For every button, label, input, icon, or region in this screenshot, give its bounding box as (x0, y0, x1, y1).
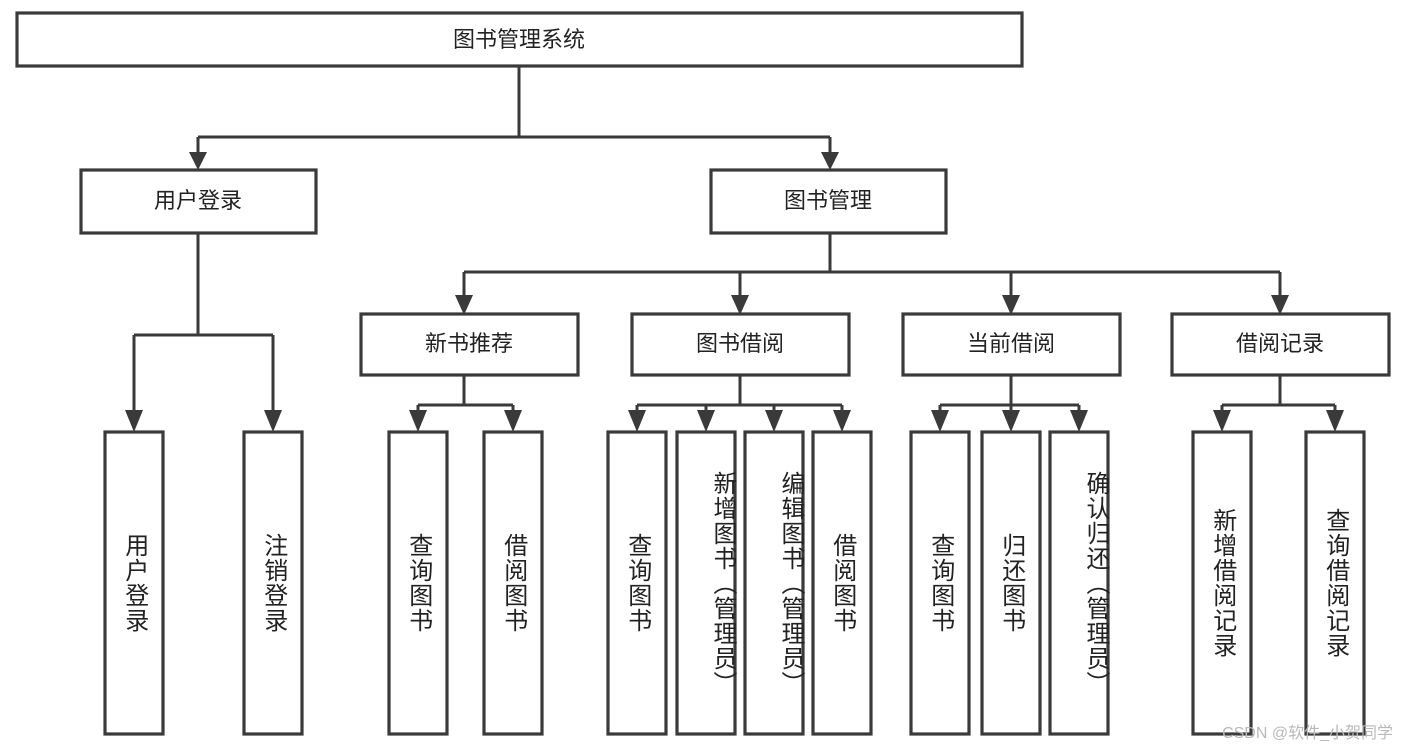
arrow-userlogin-leaf1 (125, 410, 143, 432)
leaf-box-user-login-0[interactable] (103, 430, 165, 736)
arrow-borrowrecord-leaf2 (1326, 410, 1344, 432)
node-current-borrow-label: 当前借阅 (967, 331, 1055, 356)
arrow-bookborrow-leaf2 (697, 410, 715, 432)
leaf-box-book-borrow-2[interactable] (743, 430, 805, 736)
node-current-borrow-box[interactable] (901, 312, 1122, 377)
arrow-to-user-login (189, 152, 207, 170)
arrow-to-borrowrecord (1271, 295, 1289, 315)
arrow-currentborrow-leaf3 (1070, 410, 1088, 432)
arrow-currentborrow-leaf2 (1002, 410, 1020, 432)
node-book-borrow-label: 图书借阅 (696, 331, 784, 356)
leaf-box-borrow-record-0[interactable] (1191, 430, 1253, 736)
node-borrow-record-label: 借阅记录 (1236, 331, 1324, 356)
leaf-box-current-borrow-0[interactable] (909, 430, 971, 736)
node-new-book-box[interactable] (359, 312, 580, 377)
arrow-newbook-leaf2 (504, 410, 522, 432)
node-root-box[interactable] (15, 11, 1024, 68)
leaf-box-new-book-1[interactable] (482, 430, 544, 736)
node-book-manage-label: 图书管理 (784, 188, 872, 213)
arrow-bookborrow-leaf3 (765, 410, 783, 432)
arrow-borrowrecord-leaf1 (1213, 410, 1231, 432)
connectors (125, 66, 1344, 432)
arrow-currentborrow-leaf1 (931, 410, 949, 432)
leaf-box-book-borrow-3[interactable] (811, 430, 873, 736)
node-borrow-record-box[interactable] (1170, 312, 1391, 377)
arrow-to-bookborrow (731, 295, 749, 315)
node-book-manage-box[interactable] (709, 168, 948, 235)
watermark-text: CSDN @软件_小贺同学 (1222, 725, 1393, 742)
node-book-borrow-box[interactable] (630, 312, 851, 377)
arrow-bookborrow-leaf1 (628, 410, 646, 432)
arrow-to-newbook (455, 295, 473, 315)
node-root-label: 图书管理系统 (453, 27, 585, 52)
leaf-box-current-borrow-2[interactable] (1048, 430, 1110, 736)
leaf-box-current-borrow-1[interactable] (980, 430, 1042, 736)
node-user-login-label: 用户登录 (154, 188, 242, 213)
arrow-bookborrow-leaf4 (833, 410, 851, 432)
leaf-box-book-borrow-0[interactable] (606, 430, 668, 736)
arrow-userlogin-leaf2 (264, 410, 282, 432)
arrow-newbook-leaf1 (409, 410, 427, 432)
leaf-box-user-login-1[interactable] (242, 430, 304, 736)
arrow-to-book-manage (821, 152, 839, 170)
leaf-box-new-book-0[interactable] (387, 430, 449, 736)
leaf-box-book-borrow-1[interactable] (675, 430, 737, 736)
arrow-to-currentborrow (1002, 295, 1020, 315)
leaf-box-borrow-record-1[interactable] (1304, 430, 1366, 736)
node-new-book-label: 新书推荐 (425, 331, 513, 356)
node-user-login-box[interactable] (79, 168, 318, 235)
